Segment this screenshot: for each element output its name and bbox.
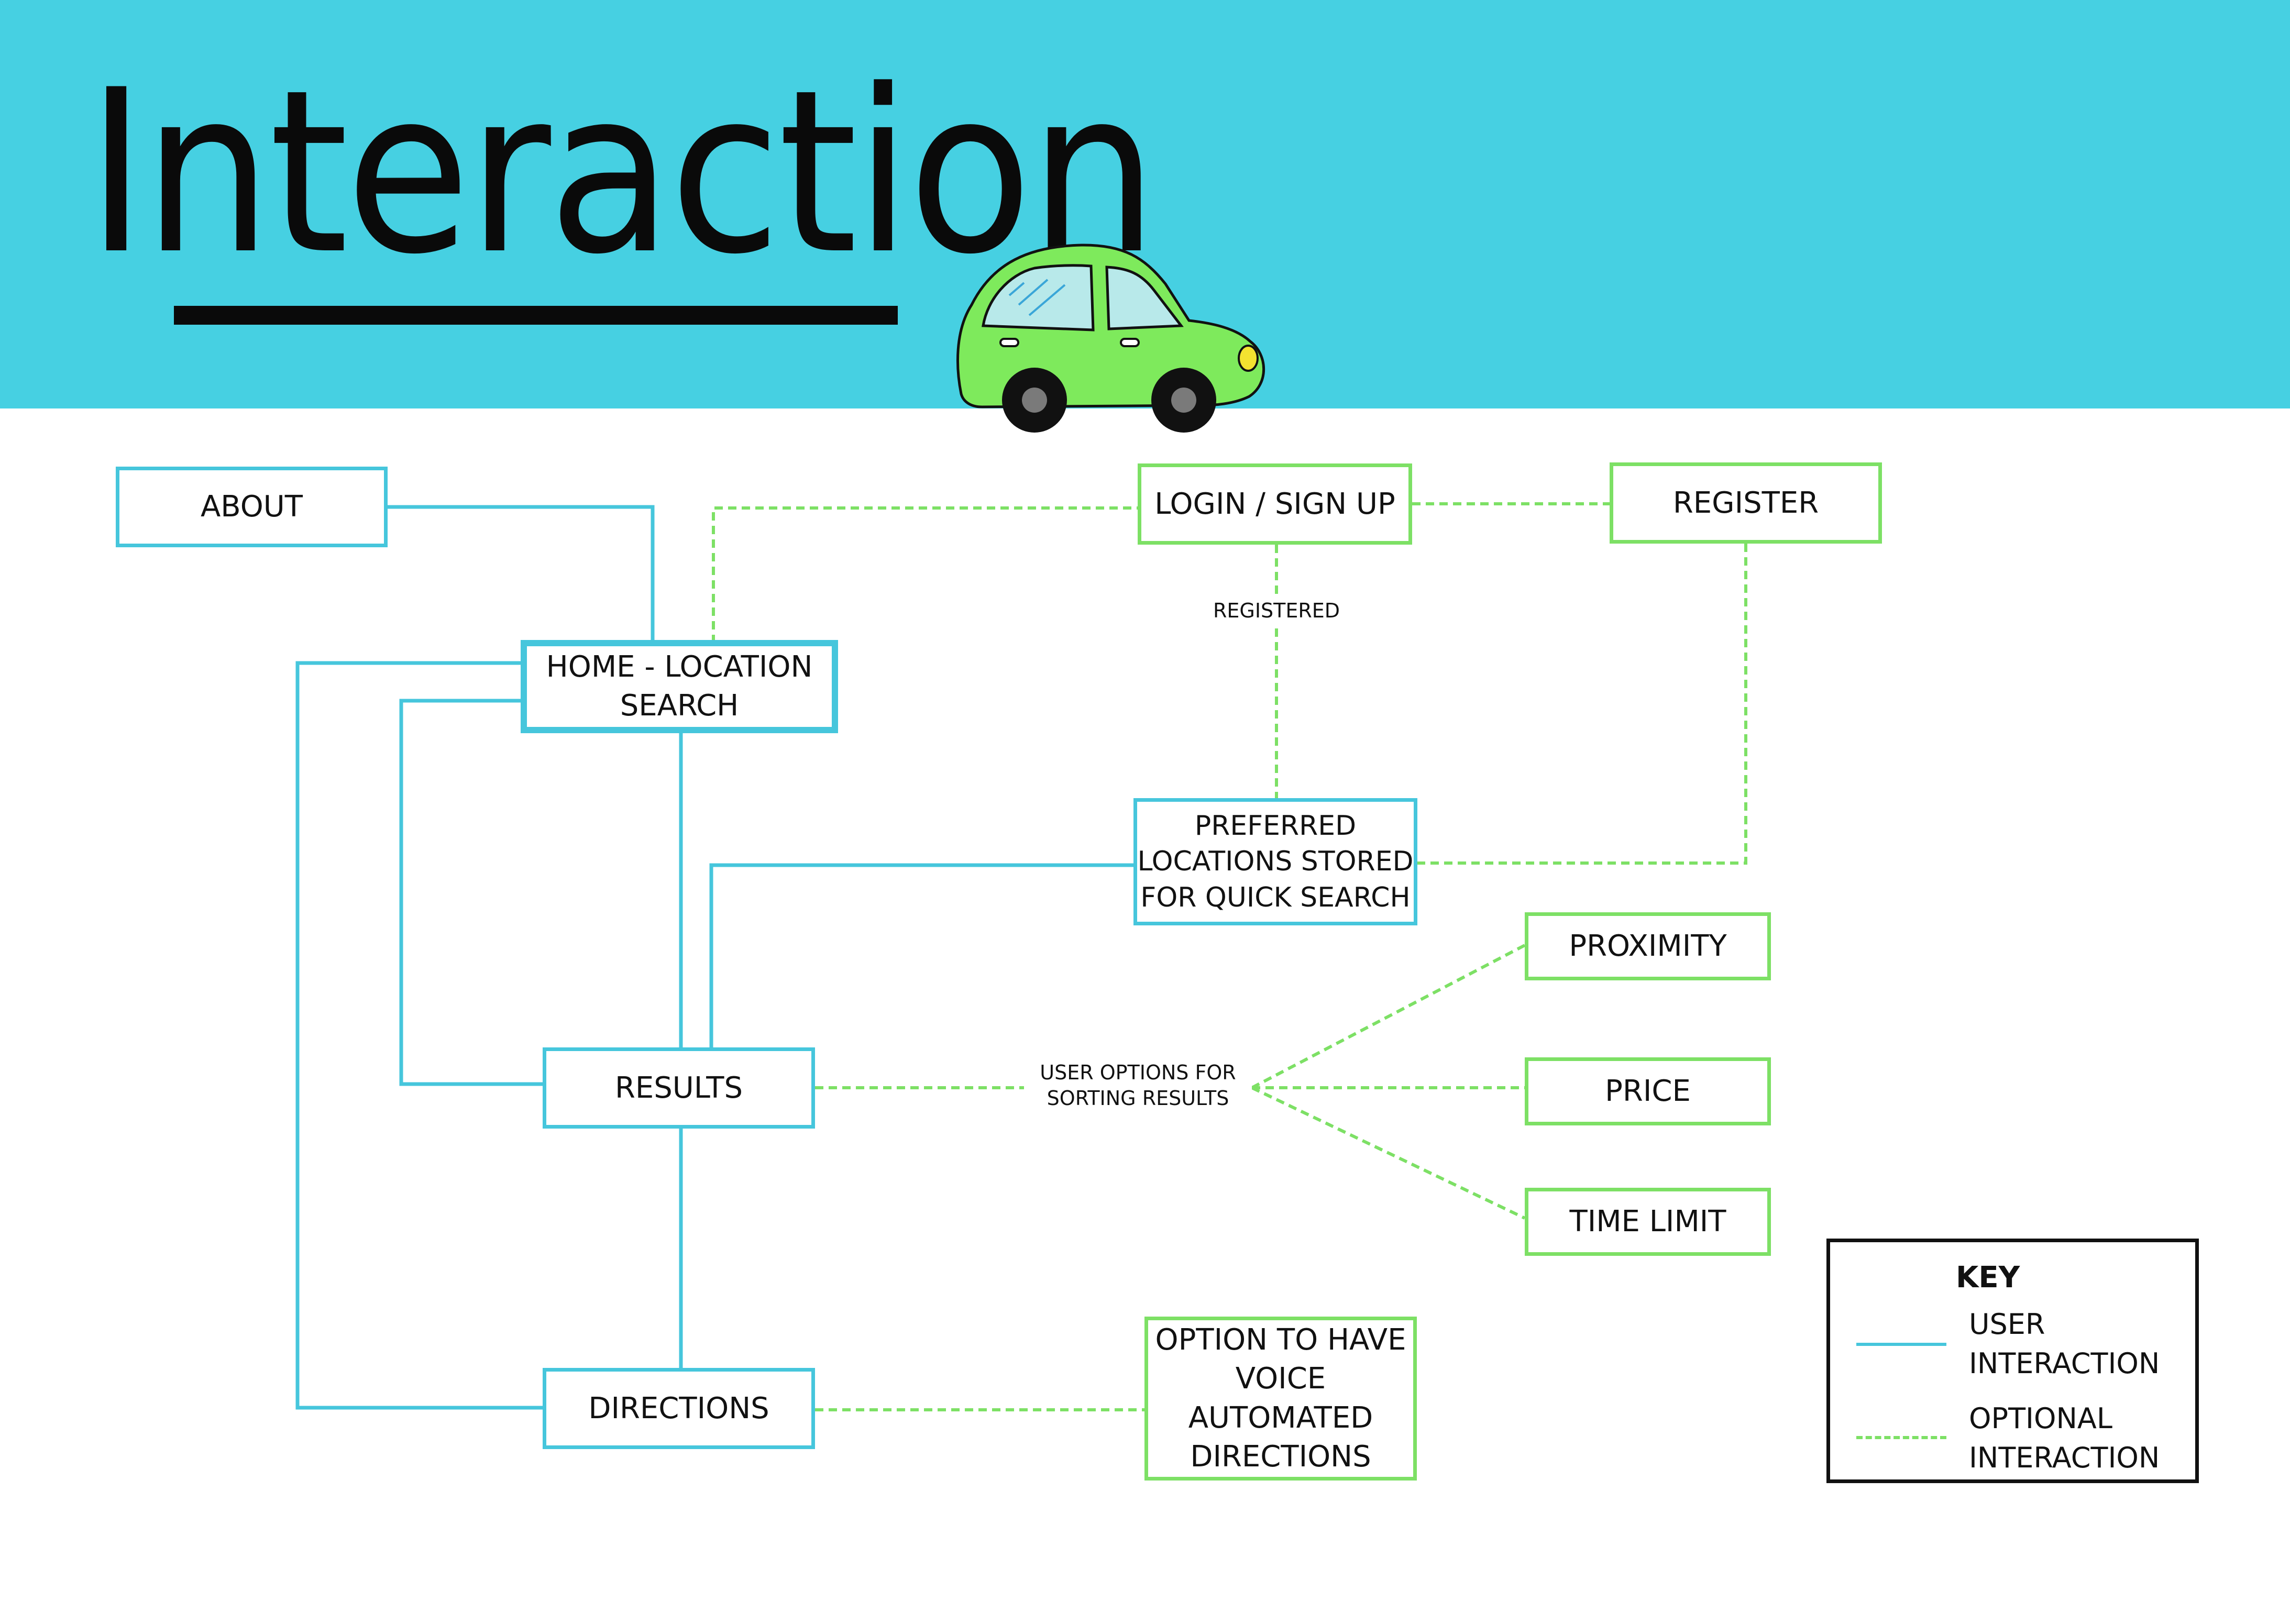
legend-optional-interaction: OPTIONAL INTERACTION [1969,1402,2160,1474]
legend-user-interaction: USER INTERACTION [1969,1308,2160,1380]
page-title: Interaction [86,42,1158,304]
legend-dashed-line [1856,1436,1946,1439]
edge-sorting-timelimit [1251,1086,1526,1220]
edge-label-sorting: USER OPTIONS FOR SORTING RESULTS [1024,1060,1252,1112]
node-time-limit: TIME LIMIT [1525,1188,1771,1256]
edge-sorting-proximity [1251,944,1526,1089]
node-register: REGISTER [1610,462,1882,544]
node-directions: DIRECTIONS [543,1368,815,1449]
node-price: PRICE [1525,1057,1771,1125]
node-preferred-locations: PREFERRED LOCATIONS STORED FOR QUICK SEA… [1133,798,1417,925]
node-results: RESULTS [543,1047,815,1129]
edge-register-preferred [1417,544,1747,865]
node-home-location-search: HOME - LOCATION SEARCH [521,640,838,733]
legend-title: KEY [1956,1261,2020,1295]
node-voice-directions: OPTION TO HAVE VOICE AUTOMATED DIRECTION… [1144,1317,1417,1481]
node-about: ABOUT [116,467,388,547]
edge-home-results-inner [399,699,543,1086]
legend-key: KEY USER INTERACTION OPTIONAL INTERACTIO… [1826,1239,2199,1483]
edge-label-registered: REGISTERED [1187,598,1366,624]
title-underline [174,306,898,325]
node-login-sign-up: LOGIN / SIGN UP [1138,463,1412,545]
edge-about-home [387,505,655,643]
node-proximity: PROXIMITY [1525,912,1771,980]
legend-solid-line [1856,1343,1946,1346]
edge-home-directions-outer [295,661,543,1410]
edge-preferred-results [709,863,1133,1047]
edge-home-login [712,506,1138,643]
car-icon [956,244,1265,433]
